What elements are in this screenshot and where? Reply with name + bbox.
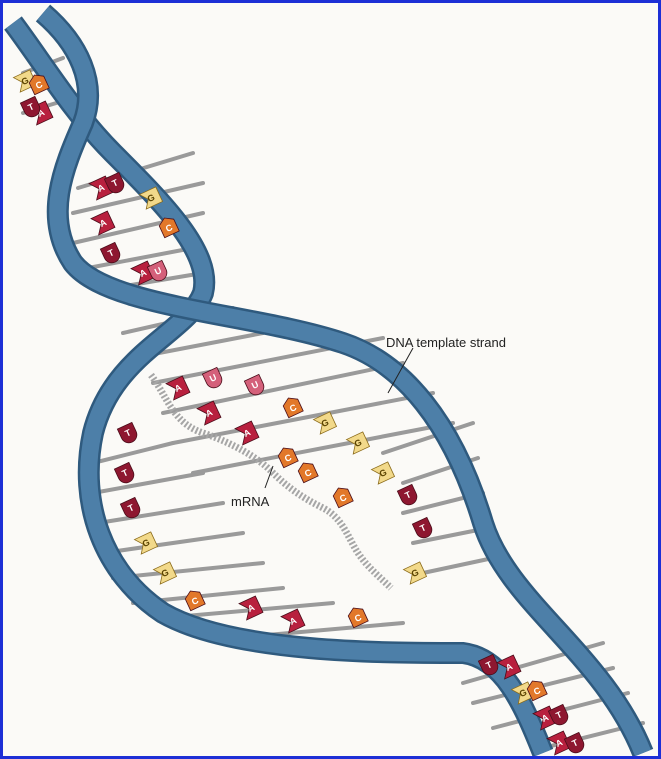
dna-template-strand-label: DNA template strand xyxy=(386,335,506,350)
mrna-label: mRNA xyxy=(231,494,270,509)
